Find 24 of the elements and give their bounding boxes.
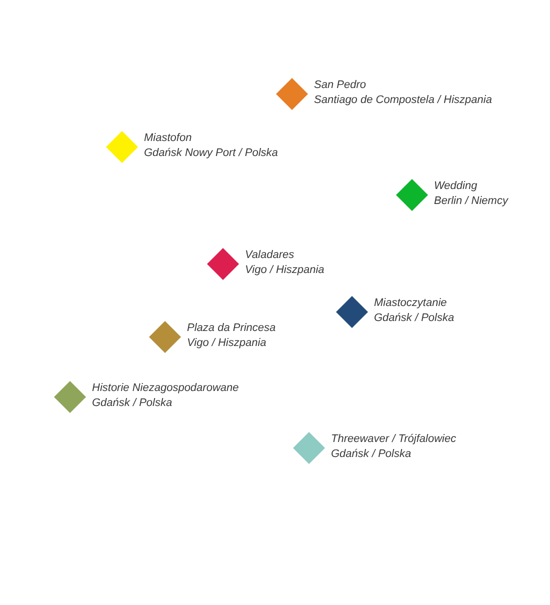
- location-label: Vigo / Hiszpania: [187, 336, 268, 351]
- place-name: Threewaver / Trójfalowiec: [331, 432, 456, 447]
- diamond-marker: [276, 78, 308, 110]
- location-label: Santiago de Compostela / Hiszpania: [314, 93, 492, 108]
- place-name: Valadares: [245, 248, 296, 263]
- location-label: Berlin / Niemcy: [434, 194, 508, 209]
- diamond-marker: [207, 248, 239, 280]
- place-name: Historie Niezagospodarowane: [92, 381, 239, 396]
- place-name: San Pedro: [314, 78, 367, 93]
- diamond-marker: [149, 321, 181, 353]
- location-label: Gdańsk / Polska: [92, 396, 174, 411]
- place-name: Plaza da Princesa: [187, 321, 276, 336]
- place-name: Miastofon: [144, 131, 193, 146]
- location-label: Vigo / Hiszpania: [245, 263, 324, 278]
- diamond-marker: [293, 432, 325, 464]
- place-name: Miastoczytanie: [374, 296, 448, 311]
- place-name: Wedding: [434, 179, 478, 194]
- diamond-marker: [336, 296, 368, 328]
- location-label: Gdańsk / Polska: [331, 447, 412, 462]
- location-label: Gdańsk / Polska: [374, 311, 454, 326]
- diamond-marker: [106, 131, 138, 163]
- location-label: Gdańsk Nowy Port / Polska: [144, 146, 278, 161]
- diamond-marker: [54, 381, 86, 413]
- diamond-marker: [396, 179, 428, 211]
